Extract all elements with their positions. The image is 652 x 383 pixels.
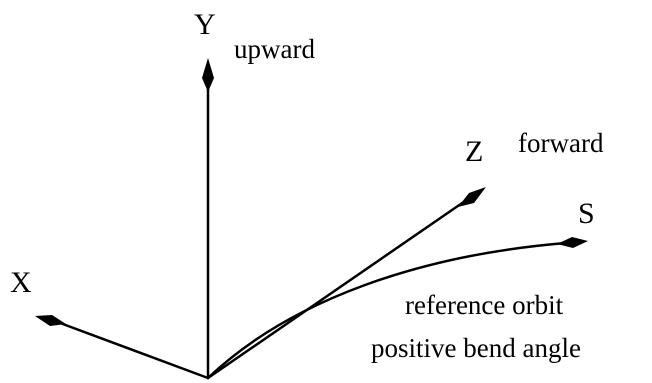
s-reference-orbit-curve	[206, 241, 568, 380]
x-axis-arrowhead	[35, 315, 66, 326]
x-axis-line	[50, 318, 210, 380]
z-axis-description: forward	[518, 128, 604, 158]
x-axis-label: X	[10, 266, 32, 299]
z-axis-line	[206, 197, 470, 380]
z-axis-arrowhead	[458, 187, 486, 207]
y-axis-arrowhead	[202, 58, 214, 92]
s-axis-label: S	[578, 197, 595, 230]
s-axis-arrowhead	[557, 237, 588, 248]
y-axis-description: upward	[234, 34, 315, 64]
z-axis-label: Z	[465, 135, 483, 168]
s-axis-description-line1: reference orbit	[405, 290, 564, 320]
s-axis-description-line2: positive bend angle	[371, 333, 581, 363]
y-axis-label: Y	[194, 8, 216, 41]
